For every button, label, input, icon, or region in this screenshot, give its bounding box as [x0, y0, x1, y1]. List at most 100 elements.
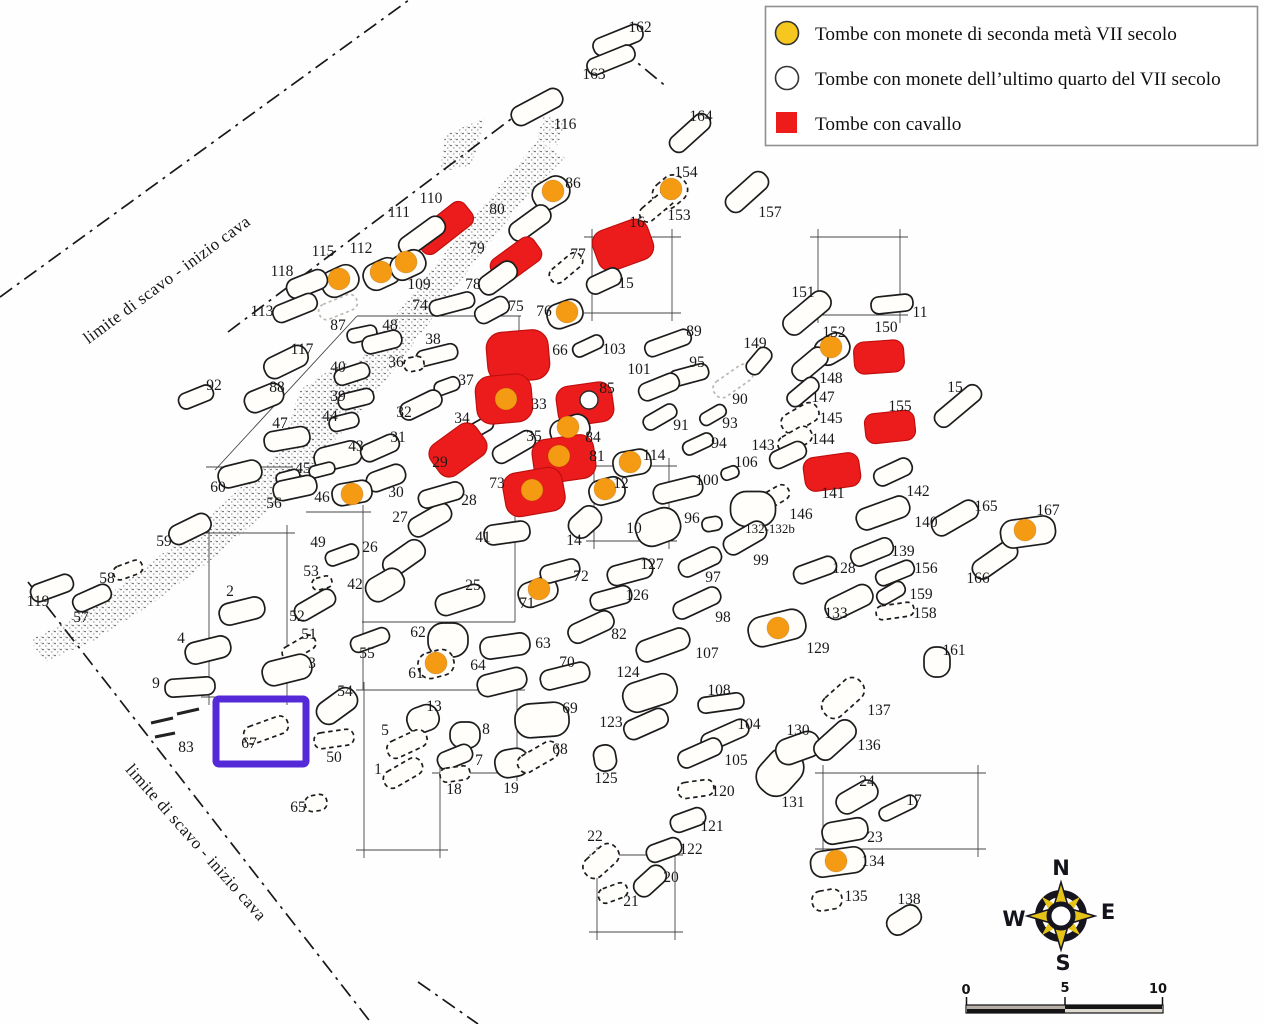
tomb-shape-135 — [811, 888, 843, 912]
tomb-label-130: 130 — [786, 722, 810, 739]
coin-dot-orange-61 — [424, 651, 448, 675]
tomb-shape-113 — [271, 292, 319, 324]
tomb-label-28: 28 — [461, 492, 477, 509]
tomb-shape-105 — [677, 737, 723, 769]
tomb-shape-123 — [622, 707, 670, 741]
tomb-label-56: 56 — [266, 495, 282, 512]
tomb-label-15: 15 — [618, 275, 634, 292]
tomb-label-13: 13 — [426, 698, 442, 715]
tomb-shape-93 — [698, 403, 728, 427]
tomb-shape-96 — [701, 515, 723, 533]
tomb-label-107: 107 — [695, 645, 719, 662]
coin-dot-orange-86 — [541, 179, 565, 203]
tomb-label-103: 103 — [602, 341, 626, 358]
tomb-label-39: 39 — [330, 388, 346, 405]
tomb-shape-9 — [164, 675, 216, 699]
tomb-shape-91 — [642, 403, 678, 431]
tomb-shape-31 — [359, 433, 401, 463]
boundary-dashdot-line — [0, 0, 411, 298]
tomb-shape-74 — [428, 291, 476, 317]
tomb-shape-100 — [652, 475, 704, 505]
tomb-shape-24 — [835, 779, 879, 815]
tomb-label-53: 53 — [303, 563, 319, 580]
tomb-label-164: 164 — [689, 108, 713, 125]
tomb-label-156: 156 — [914, 560, 938, 577]
tomb-shape-unnumbered — [308, 461, 336, 479]
stipple-area — [30, 140, 565, 662]
tomb-shape-155 — [863, 409, 917, 445]
tomb-label-62: 62 — [410, 624, 426, 641]
tomb-label-15: 15 — [947, 379, 963, 396]
tomb-shape-108 — [697, 691, 745, 715]
highlight-box-tomb-67 — [212, 695, 310, 768]
tomb-label-117: 117 — [291, 341, 314, 358]
tomb-shape-139 — [849, 537, 895, 567]
tomb-label-128: 128 — [832, 560, 856, 577]
tomb-shape-119 — [29, 573, 75, 603]
tomb-shape-88 — [243, 382, 285, 414]
tomb-label-88: 88 — [269, 379, 285, 396]
coin-dot-orange-115 — [327, 267, 351, 291]
tomb-label-22: 22 — [587, 828, 603, 845]
tomb-label-114: 114 — [643, 447, 666, 464]
tomb-label-106: 106 — [734, 454, 758, 471]
tomb-shape-22 — [582, 842, 620, 880]
legend: Tombe con monete di seconda metà VII sec… — [764, 5, 1259, 147]
stipple-area — [537, 116, 566, 146]
grid-line — [214, 315, 358, 471]
tomb-label-143: 143 — [751, 437, 775, 454]
boundary-dashdot-line — [227, 94, 544, 333]
tomb-label-91: 91 — [673, 417, 689, 434]
tomb-shape-49 — [324, 543, 360, 567]
tomb-label-121: 121 — [700, 818, 723, 835]
tomb-label-34: 34 — [454, 410, 470, 427]
tomb-shape-120 — [677, 778, 715, 800]
tomb-label-165: 165 — [974, 498, 998, 515]
tomb-label-11: 11 — [913, 304, 928, 321]
tomb-label-2: 2 — [226, 583, 234, 600]
tomb-shape-145 — [780, 401, 820, 435]
compass-rose: N E S W — [1002, 856, 1115, 975]
tomb-shape-94 — [681, 432, 715, 456]
tomb-label-78: 78 — [465, 276, 481, 293]
tomb-label-72: 72 — [573, 568, 589, 585]
tomb-shape-72 — [539, 558, 581, 584]
tomb-shape-35 — [491, 429, 537, 465]
tomb-label-145: 145 — [819, 410, 843, 427]
tomb-label-29: 29 — [432, 454, 448, 471]
tomb-label-136: 136 — [857, 737, 881, 754]
tomb-label-126: 126 — [625, 587, 649, 604]
scale-tick-0: 0 — [961, 983, 970, 998]
tomb-label-166: 166 — [966, 570, 990, 587]
tomb-label-63: 63 — [535, 635, 551, 652]
tomb-label-140: 140 — [914, 514, 938, 531]
tomb-label-150: 150 — [874, 319, 898, 336]
tomb-shape-142 — [872, 457, 914, 487]
tomb-shape-126 — [589, 584, 633, 612]
tomb-label-35: 35 — [526, 428, 542, 445]
tomb-label-41: 41 — [475, 529, 491, 546]
tomb-shape-2 — [218, 596, 266, 626]
legend-box — [764, 5, 1259, 147]
tomb-shape-68 — [516, 740, 560, 774]
tomb-label-5: 5 — [381, 722, 389, 739]
tomb-label-70: 70 — [559, 654, 575, 671]
tomb-shape-32 — [399, 389, 443, 421]
tomb-shape-121 — [669, 806, 707, 834]
tomb-shape-50 — [313, 728, 355, 750]
tomb-shape-65 — [304, 793, 328, 813]
tomb-label-135: 135 — [844, 888, 868, 905]
tomb-label-152: 152 — [822, 324, 845, 341]
tomb-shape-98 — [672, 586, 722, 620]
tomb-label-71: 71 — [519, 595, 535, 612]
tomb-label-58: 58 — [99, 570, 115, 587]
tomb-shape-4 — [184, 635, 232, 665]
tomb-label-30: 30 — [388, 484, 404, 501]
tomb-label-90: 90 — [732, 391, 748, 408]
tomb-shape-138 — [885, 904, 923, 936]
tomb-shape-80 — [508, 204, 552, 242]
tomb-shape-47 — [263, 425, 311, 453]
tomb-label-100: 100 — [695, 472, 719, 489]
tomb-label-137: 137 — [867, 702, 891, 719]
